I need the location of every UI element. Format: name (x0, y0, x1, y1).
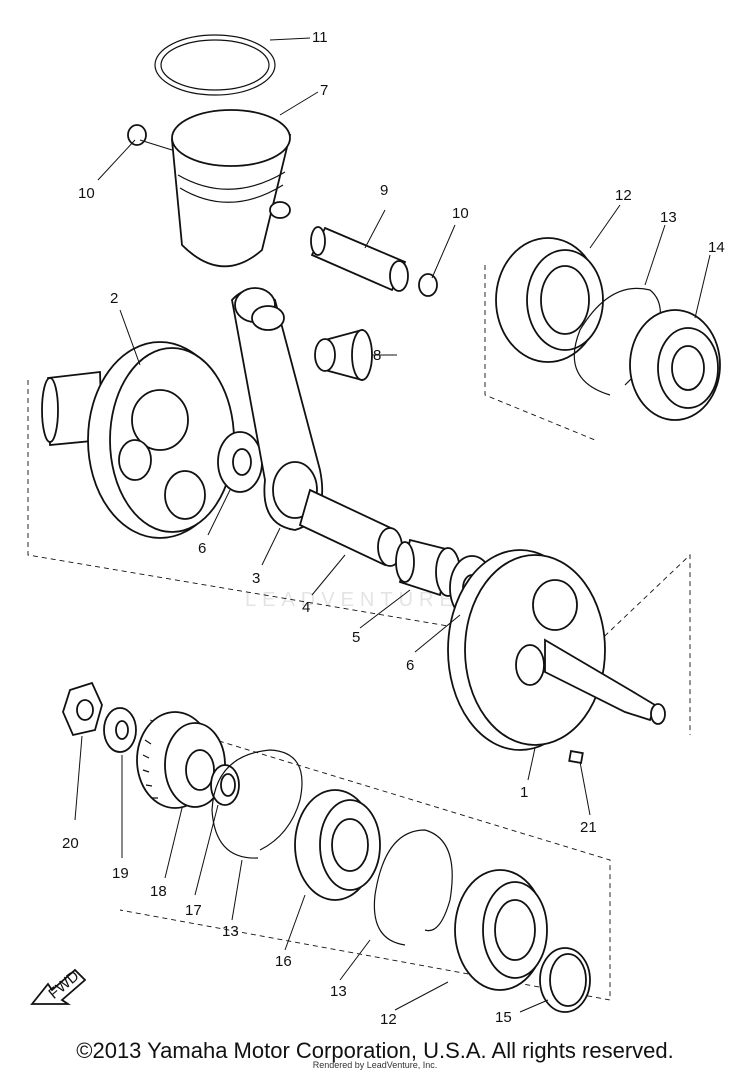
rendered-by-credit: Rendered by LeadVenture, Inc. (312, 1060, 438, 1070)
label-10-left: 10 (78, 185, 95, 202)
oil-seal-top (629, 309, 721, 421)
label-1: 1 (520, 784, 528, 801)
label-5: 5 (352, 629, 360, 646)
label-13-bottom-left: 13 (222, 923, 239, 940)
label-12-top: 12 (615, 187, 632, 204)
woodruff-key (568, 749, 584, 765)
connecting-rod (231, 287, 324, 531)
label-2: 2 (110, 290, 118, 307)
piston-ring (154, 34, 276, 96)
crank-left (41, 341, 235, 539)
label-7: 7 (320, 82, 328, 99)
collar (210, 764, 240, 806)
circlip-bottom-left (211, 749, 303, 859)
assembly-outline-top (484, 265, 596, 441)
label-20: 20 (62, 835, 79, 852)
nut (62, 681, 103, 737)
clip-left (127, 124, 147, 146)
watermark: LEADVENTURE (245, 589, 459, 611)
clip-right (418, 273, 438, 297)
piston-pin (310, 226, 409, 292)
label-13-top: 13 (660, 209, 677, 226)
label-12-bottom: 12 (380, 1011, 397, 1028)
label-6-left: 6 (198, 540, 206, 557)
label-4: 4 (302, 599, 310, 616)
crank-pin (298, 488, 403, 567)
label-8: 8 (373, 347, 381, 364)
label-16: 16 (275, 953, 292, 970)
oil-seal-bottom (294, 789, 381, 901)
circlip-bottom-right (373, 829, 453, 946)
leader-lines (74, 37, 711, 1013)
shim (539, 947, 591, 1013)
main-bearing-top (495, 237, 604, 363)
forward-arrow: FWD (30, 967, 87, 1005)
label-21: 21 (580, 819, 597, 836)
label-17: 17 (185, 902, 202, 919)
lock-washer (103, 707, 137, 753)
crank-right (447, 549, 666, 751)
label-3: 3 (252, 570, 260, 587)
assembly-outline-bottom (119, 719, 611, 1001)
label-15: 15 (495, 1009, 512, 1026)
label-9: 9 (380, 182, 388, 199)
label-18: 18 (150, 883, 167, 900)
label-14: 14 (708, 239, 725, 256)
label-6-right: 6 (406, 657, 414, 674)
piston (171, 109, 292, 268)
label-19: 19 (112, 865, 129, 882)
copyright-notice: ©2013 Yamaha Motor Corporation, U.S.A. A… (76, 1038, 674, 1063)
needle-bearing-small-end (314, 328, 373, 382)
label-11: 11 (312, 29, 328, 46)
main-bearing-bottom (454, 869, 548, 991)
label-10-right: 10 (452, 205, 469, 222)
primary-drive-gear (136, 711, 226, 809)
thrust-washer-left (217, 431, 263, 493)
label-13-bottom-right: 13 (330, 983, 347, 1000)
